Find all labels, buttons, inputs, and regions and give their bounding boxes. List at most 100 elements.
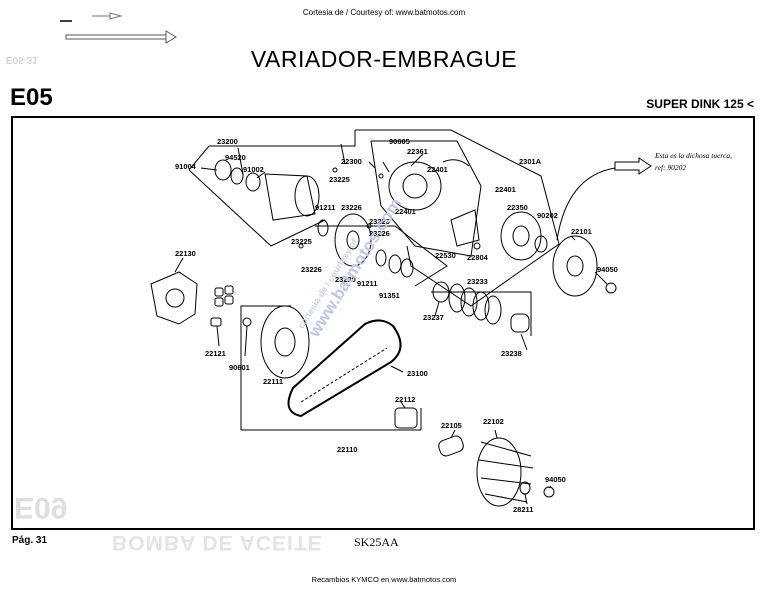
part-label: 91004 [175, 162, 197, 171]
bracket-23220 [315, 225, 448, 287]
bracket-22300 [370, 140, 482, 257]
part-label: 90601 [229, 363, 250, 372]
ramp-plate-hub [165, 288, 185, 308]
part-label: 91351 [379, 291, 400, 300]
bearing-91004 [214, 159, 232, 181]
spring-coil [472, 291, 490, 321]
clutch-bell-hub [566, 255, 584, 277]
note-pointer [556, 167, 616, 241]
ramp-plate-22130 [150, 271, 198, 325]
part-label: 94050 [545, 475, 566, 484]
leader [237, 147, 244, 175]
model-name: SUPER DINK 125 < [646, 97, 754, 111]
part-label: 22804 [467, 253, 489, 262]
part-label: 22121 [205, 349, 226, 358]
part-label: 23226 [369, 229, 390, 238]
seal-91211 [317, 219, 329, 237]
part-label: 94520 [225, 153, 246, 162]
part-label: 22130 [175, 249, 196, 258]
part-label: 22112 [395, 395, 415, 404]
part-label: 2301A [519, 157, 542, 166]
part-label: 22102 [483, 417, 504, 426]
leader [494, 429, 498, 439]
part-label: 23200 [217, 137, 238, 146]
roller [214, 297, 224, 307]
roller [214, 287, 224, 297]
fan-blades [478, 441, 534, 503]
collar-22121 [210, 317, 222, 327]
leader [450, 429, 456, 439]
pin-90605 [378, 173, 384, 179]
leader [410, 153, 424, 167]
leader [390, 365, 404, 373]
drive-face-hub [274, 327, 296, 357]
nut-94050 [605, 282, 617, 294]
bushing-22112 [394, 407, 418, 429]
driven-face-23200 [264, 173, 316, 221]
belt-teeth [300, 347, 388, 403]
part-label: 90202 [537, 211, 558, 220]
seal-94520 [230, 167, 244, 185]
part-label: 22300 [341, 157, 362, 166]
leader [594, 271, 608, 285]
part-label: 23225 [291, 237, 312, 246]
part-label: 23226 [341, 203, 362, 212]
clutch-spring [382, 161, 390, 173]
part-label: 90605 [389, 137, 410, 146]
note-line-1: Esta es la dichosa tuerca, [654, 151, 732, 160]
leader [548, 485, 552, 489]
leader [400, 401, 406, 409]
part-label: 91211 [315, 203, 335, 212]
bracket-2301A [355, 129, 560, 307]
section-code: E05 [10, 84, 53, 111]
note-line-2: ref: 90202 [655, 163, 686, 172]
part-label: 23238 [501, 349, 522, 358]
clutch-outer-hub [512, 225, 530, 247]
drive-belt-23100 [287, 319, 402, 418]
ghost-text-bottom: BOMBA DE ACEITE [112, 531, 323, 554]
part-label: 22110 [337, 445, 357, 454]
spring-coil [448, 283, 466, 313]
leader [524, 493, 528, 505]
clutch-shoe-22530 [450, 209, 480, 247]
nut-90202 [534, 235, 548, 253]
page-number: Pág. 31 [12, 535, 48, 546]
part-label: 23220 [335, 275, 356, 284]
leader [520, 333, 528, 351]
part-label: 23226 [301, 265, 322, 274]
bracket-23200-bottom [188, 169, 326, 247]
washer-28211 [519, 481, 531, 495]
clutch-plate-hub [402, 173, 428, 199]
spring-coil [484, 295, 502, 325]
screw-23225-b [366, 223, 372, 229]
clutch-shoe [442, 159, 470, 167]
part-label: 22105 [441, 421, 462, 430]
collar-22105 [438, 435, 464, 457]
fan-22102 [476, 437, 522, 507]
page-title: VARIADOR-EMBRAGUE [250, 46, 518, 72]
arrow-large-shaft [65, 34, 167, 40]
clutch-bell-22101 [552, 235, 598, 297]
part-label: 22101 [571, 227, 592, 236]
spring-seat-23237 [432, 281, 450, 303]
model-code: SK25AA [354, 535, 399, 549]
part-label: 22361 [407, 147, 428, 156]
part-label: 22350 [507, 203, 528, 212]
note-arrow [614, 157, 652, 175]
part-label: 23100 [407, 369, 428, 378]
part-label: 23225 [369, 217, 390, 226]
part-label: 23237 [423, 313, 444, 322]
leader [368, 161, 376, 169]
seal-91211-b [375, 249, 387, 267]
footer-text: Recambios KYMCO en www.batmotos.com [311, 575, 457, 584]
diagram-frame [11, 116, 755, 530]
nut-94050-b [543, 486, 555, 498]
screw-23225 [332, 167, 338, 173]
movable-driven-face-23220 [334, 213, 372, 267]
driven-face-rim [294, 175, 320, 217]
bracket-23200-top [209, 130, 356, 147]
part-label: 22530 [435, 251, 456, 260]
roller [224, 285, 234, 295]
leader [434, 301, 440, 317]
leader [216, 325, 220, 347]
